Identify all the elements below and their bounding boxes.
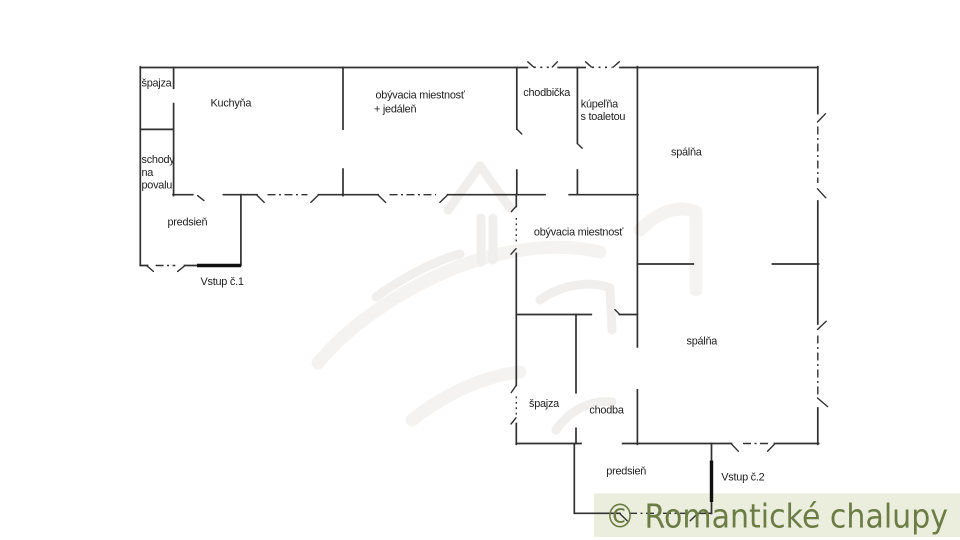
label-spalna-top: spálňa bbox=[671, 146, 703, 158]
door-predsien2-ticks bbox=[619, 513, 698, 522]
label-chodbicka: chodbička bbox=[523, 87, 571, 99]
label-predsien-2: predsieň bbox=[606, 465, 646, 477]
kupelna-door-tick bbox=[577, 143, 583, 149]
label-schody-3: povalu bbox=[142, 180, 173, 192]
label-spajza-top: špajza bbox=[142, 78, 173, 90]
kitchen-door-tick bbox=[196, 194, 205, 202]
door-top1-ticks bbox=[527, 61, 559, 68]
window1-ticks bbox=[256, 194, 319, 204]
agency-watermark: © Romantické chalupy bbox=[605, 497, 948, 536]
label-obyvacia-jedalen-1: obývacia miestnosť bbox=[376, 90, 466, 102]
door-south-ticks bbox=[731, 443, 775, 452]
chodbicka-door-tick bbox=[516, 128, 523, 135]
window4-ticks bbox=[510, 384, 517, 425]
label-kupelna-2: s toaletou bbox=[581, 111, 626, 123]
room-labels: špajza Kuchyňa obývacia miestnosť + jedá… bbox=[142, 78, 765, 484]
label-kupelna-1: kúpeľňa bbox=[581, 98, 619, 110]
label-spalna-2: spálňa bbox=[687, 336, 719, 348]
door-window-symbols bbox=[146, 61, 829, 522]
label-chodba: chodba bbox=[589, 405, 624, 417]
door-top2-ticks bbox=[584, 61, 620, 68]
wall-spajza-top bbox=[139, 66, 175, 197]
label-schody-1: schody bbox=[142, 154, 176, 166]
watermark-text: © Romantické chalupy bbox=[605, 497, 948, 536]
label-vstup-2: Vstup č.2 bbox=[721, 471, 764, 483]
window2-ticks bbox=[377, 194, 448, 204]
label-obyvacia-jedalen-2: + jedáleň bbox=[374, 103, 416, 115]
label-spajza-2: špajza bbox=[529, 398, 560, 410]
label-schody-2: na bbox=[142, 167, 155, 179]
window-predsien1-ticks bbox=[146, 265, 185, 273]
label-obyvacia-2: obývacia miestnosť bbox=[534, 226, 624, 238]
label-predsien-1: predsieň bbox=[168, 216, 208, 228]
chodba-door-tick bbox=[614, 308, 621, 315]
faint-logo-watermark bbox=[311, 161, 703, 435]
window5-ticks bbox=[816, 113, 827, 199]
label-kuchyna: Kuchyňa bbox=[211, 97, 253, 109]
walls bbox=[139, 65, 820, 515]
window6-ticks bbox=[816, 320, 829, 408]
label-vstup-1: Vstup č.1 bbox=[201, 276, 244, 288]
watermark-strip bbox=[593, 493, 960, 538]
window3-ticks bbox=[510, 205, 517, 255]
